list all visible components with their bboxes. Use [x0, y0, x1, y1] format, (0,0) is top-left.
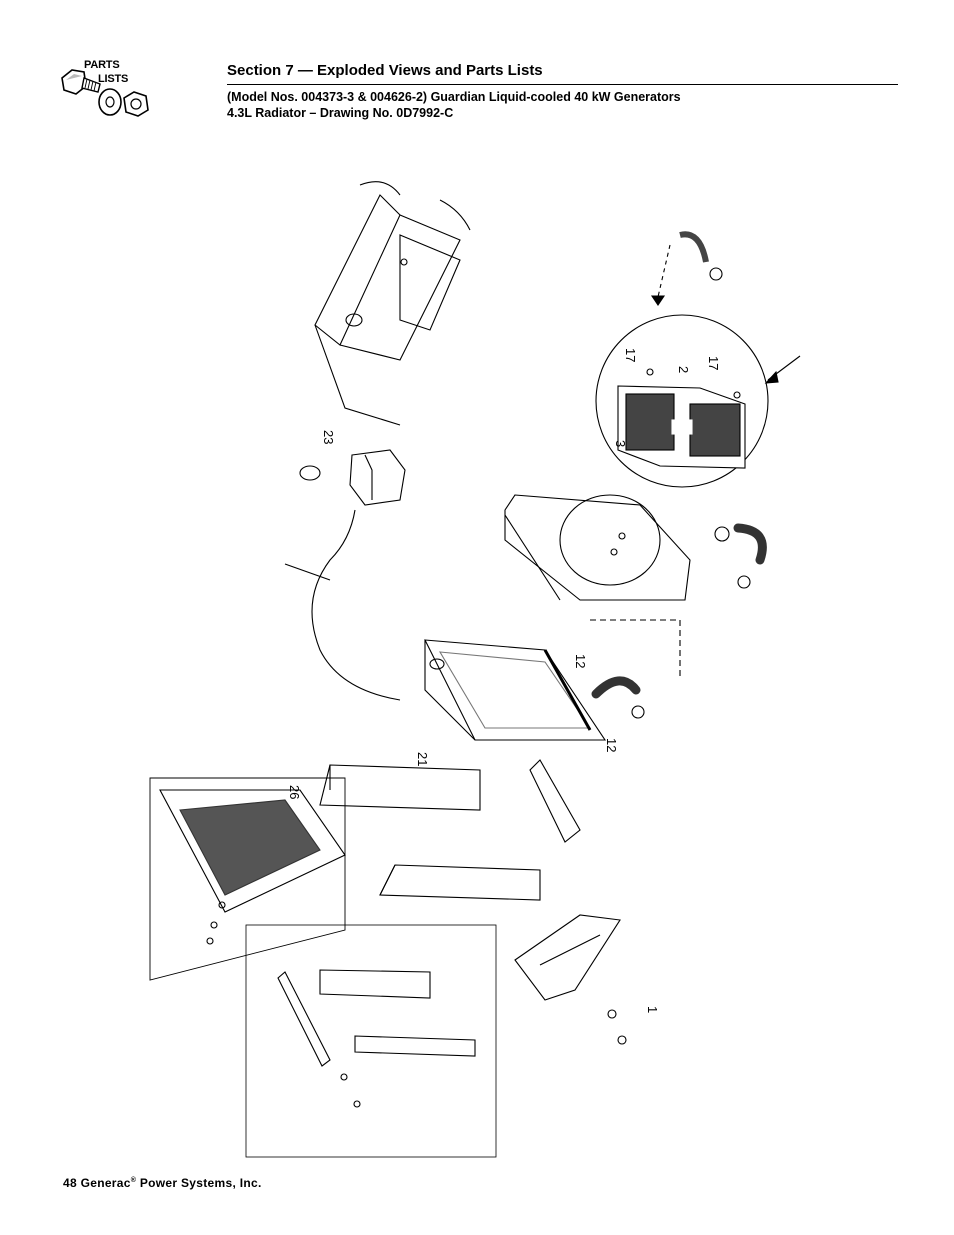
callout-21: 21 [415, 752, 430, 766]
exploded-view-drawing: 23 17 2 17 3 12 12 21 26 1 [149, 181, 801, 1158]
callout-3: 3 [613, 440, 628, 447]
section-title: Section 7 — Exploded Views and Parts Lis… [227, 62, 543, 79]
drawing-subtitle: (Model Nos. 004373-3 & 004626-2) Guardia… [227, 89, 681, 121]
header-rule [227, 84, 898, 85]
logo-lists-text: LISTS [98, 73, 129, 85]
company-name-rest: Power Systems, Inc. [136, 1176, 262, 1190]
callout-17-left: 17 [623, 348, 638, 362]
page-footer: 48 Generac® Power Systems, Inc. [63, 1176, 262, 1190]
callout-26: 26 [287, 785, 302, 799]
subtitle-line-2: 4.3L Radiator – Drawing No. 0D7992-C [227, 106, 454, 120]
callout-12-lower: 12 [604, 738, 619, 752]
page-number: 48 [63, 1176, 77, 1190]
callout-17-right: 17 [706, 356, 721, 370]
bolt-nut-washer-icon [61, 69, 149, 117]
logo-parts-text: PARTS [84, 59, 120, 71]
callout-23: 23 [321, 430, 336, 444]
callout-numbers: 23 17 2 17 3 12 12 21 26 1 [287, 348, 721, 1013]
callout-12-upper: 12 [573, 654, 588, 668]
subtitle-line-1: (Model Nos. 004373-3 & 004626-2) Guardia… [227, 90, 681, 104]
company-name: Generac [80, 1176, 131, 1190]
parts-lists-logo: PARTS LISTS [58, 58, 158, 128]
registered-mark: ® [130, 1177, 137, 1184]
callout-1: 1 [645, 1006, 660, 1013]
callout-2: 2 [676, 366, 691, 373]
